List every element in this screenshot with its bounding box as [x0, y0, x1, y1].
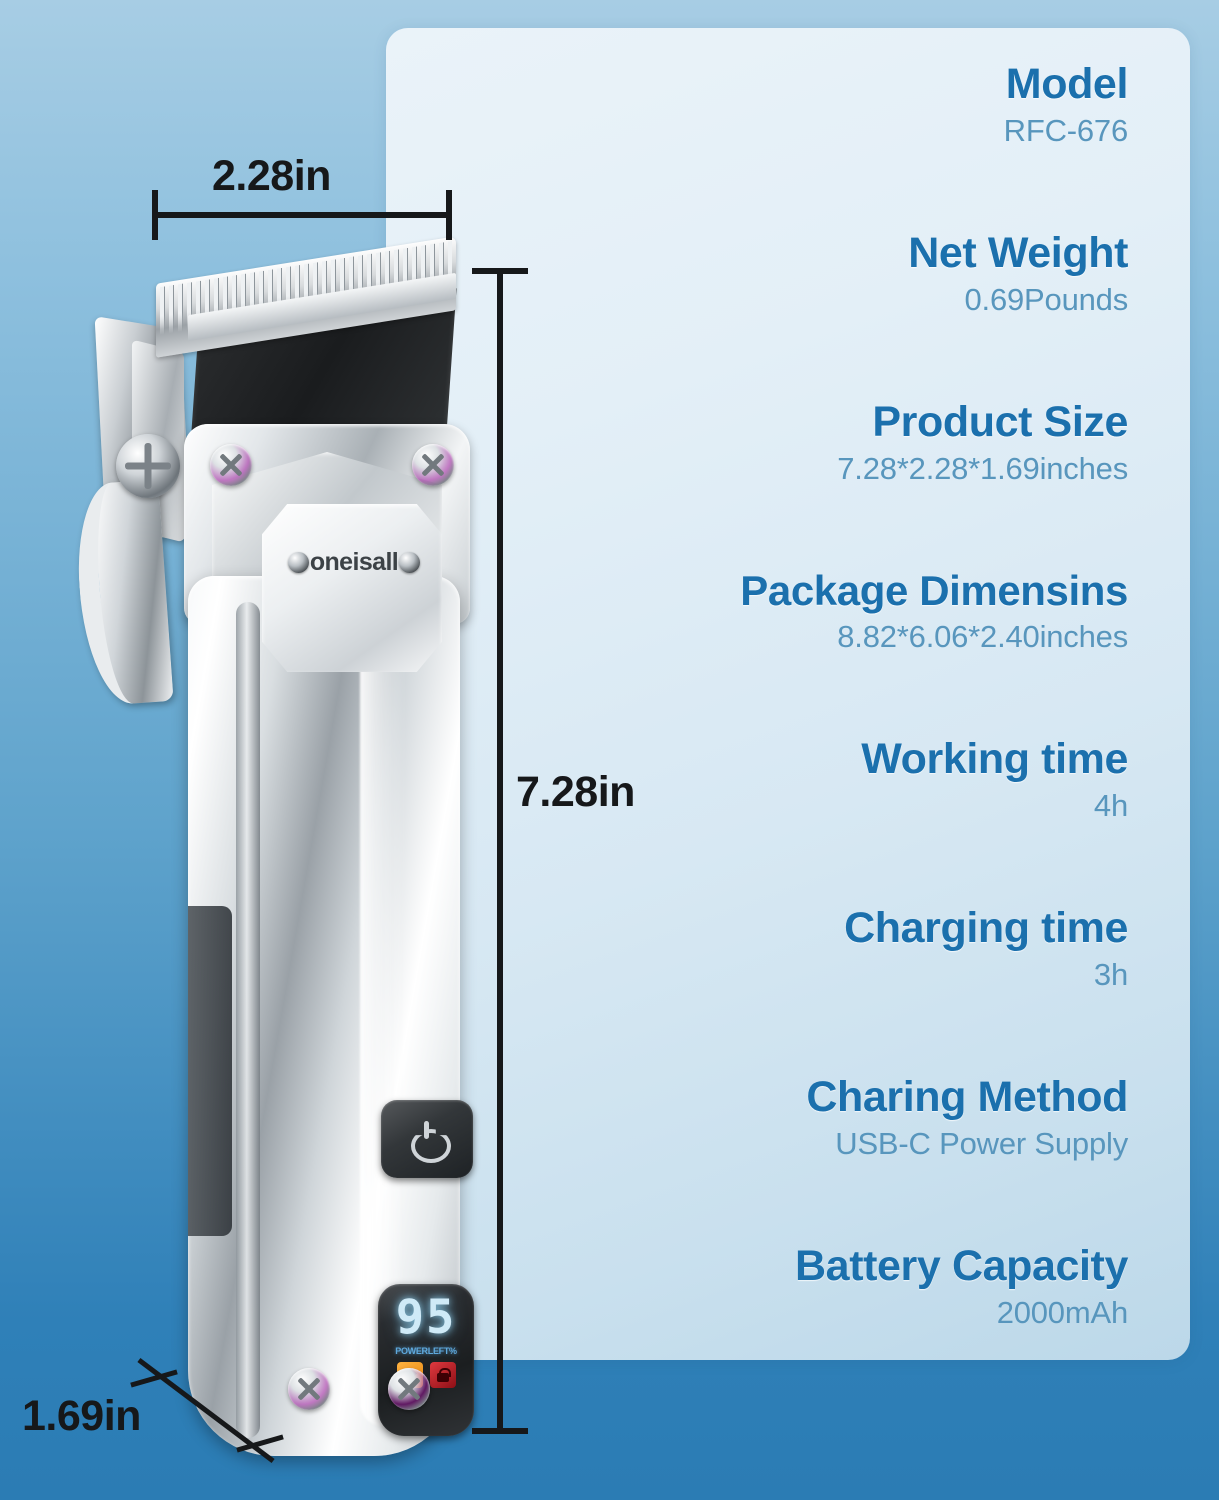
spec-row-product-size: Product Size 7.28*2.28*1.69inches	[426, 400, 1128, 489]
spec-label-battery-capacity: Battery Capacity	[795, 1242, 1128, 1291]
spec-value-model: RFC-676	[1003, 112, 1129, 148]
spec-row-battery-capacity: Battery Capacity 2000mAh	[426, 1244, 1128, 1333]
spec-label-product-size: Product Size	[872, 398, 1128, 447]
specification-panel: Model RFC-676 Net Weight 0.69Pounds Prod…	[386, 28, 1190, 1360]
brand-dot-left-icon	[287, 552, 309, 573]
spec-row-charging-time: Charging time 3h	[426, 906, 1128, 995]
height-dimension-line	[497, 268, 503, 1434]
battery-percent-label: POWERLEFT%	[395, 1345, 457, 1356]
logo-plate	[262, 504, 442, 672]
battery-percent-value: 95	[395, 1290, 457, 1345]
height-dimension-label: 7.28in	[516, 768, 635, 816]
spec-label-net-weight: Net Weight	[908, 229, 1128, 278]
lever-pivot-screw	[116, 434, 180, 498]
hair-clipper-product-image: oneisall 95 POWERLEFT%	[60, 236, 490, 1456]
spec-value-battery-capacity: 2000mAh	[996, 1295, 1129, 1331]
spec-value-package-dimensions: 8.82*6.06*2.40inches	[837, 618, 1128, 654]
power-button[interactable]	[381, 1100, 473, 1178]
spec-label-charging-method: Charing Method	[806, 1073, 1128, 1122]
body-groove	[236, 602, 260, 1438]
width-dimension-cap-right	[446, 190, 452, 240]
lock-icon	[429, 1361, 456, 1388]
screw-icon-base-right	[388, 1368, 430, 1410]
spec-label-charging-time: Charging time	[844, 904, 1128, 953]
brand-logo: oneisall	[274, 548, 434, 577]
power-icon	[409, 1121, 445, 1157]
spec-label-working-time: Working time	[861, 735, 1128, 784]
spec-label-model: Model	[1005, 60, 1129, 108]
spec-row-working-time: Working time 4h	[426, 737, 1128, 826]
width-dimension-cap-left	[152, 190, 158, 240]
taper-lever[interactable]	[72, 479, 174, 707]
spec-value-charging-method: USB-C Power Supply	[835, 1125, 1128, 1161]
width-dimension-line	[152, 212, 452, 218]
padlock-glyph	[436, 1367, 451, 1382]
screw-icon-head-right	[412, 444, 454, 486]
spec-value-net-weight: 0.69Pounds	[964, 281, 1129, 317]
spec-value-charging-time: 3h	[1093, 956, 1128, 992]
screw-icon-head-left	[210, 444, 252, 486]
screw-icon-base-left	[288, 1368, 330, 1410]
depth-dimension-group	[130, 1356, 284, 1466]
led-battery-display: 95 POWERLEFT%	[378, 1284, 474, 1436]
brand-name: oneisall	[309, 548, 399, 576]
spec-row-charging-method: Charing Method USB-C Power Supply	[426, 1075, 1128, 1164]
spec-row-package-dimensions: Package Dimensins 8.82*6.06*2.40inches	[426, 569, 1128, 657]
height-dimension-cap-bottom	[472, 1428, 528, 1434]
brand-dot-right-icon	[399, 552, 421, 573]
spec-value-working-time: 4h	[1093, 787, 1128, 823]
depth-dimension-label: 1.69in	[22, 1392, 141, 1440]
spec-label-package-dimensions: Package Dimensins	[740, 567, 1128, 615]
height-dimension-cap-top	[472, 268, 528, 274]
spec-row-net-weight: Net Weight 0.69Pounds	[426, 229, 1129, 320]
width-dimension-label: 2.28in	[212, 152, 331, 200]
body-side-strip	[188, 906, 232, 1236]
spec-row-model: Model RFC-676	[426, 60, 1129, 151]
spec-value-product-size: 7.28*2.28*1.69inches	[837, 450, 1128, 486]
